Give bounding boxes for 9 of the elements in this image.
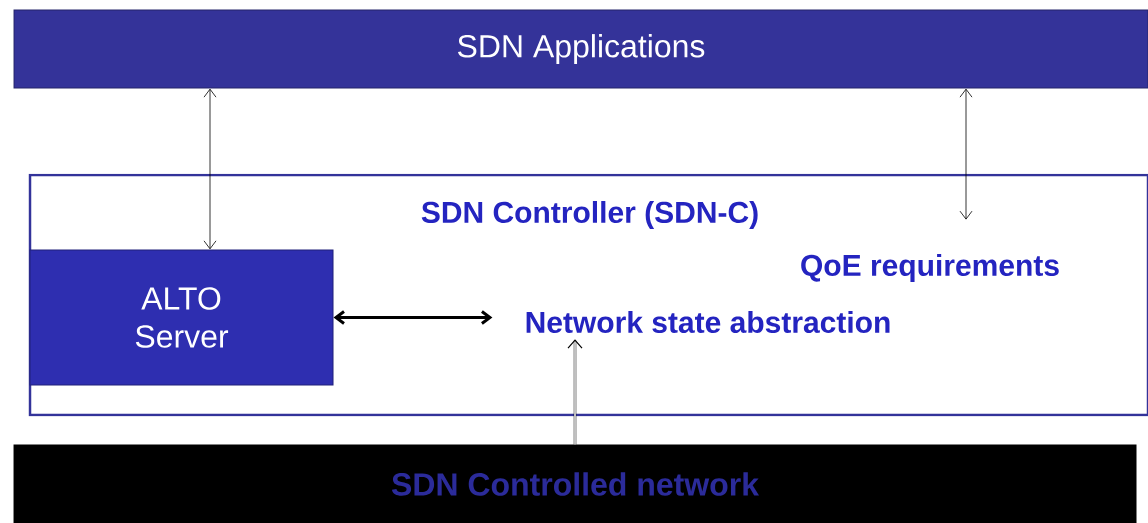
arrow	[959, 88, 973, 220]
arrow	[203, 88, 217, 250]
text-label: Network state abstraction	[526, 311, 890, 333]
arrow	[333, 310, 493, 325]
server-box: ALTO Server	[29, 249, 334, 386]
arrow	[567, 339, 583, 446]
text-label: QoE requirements	[801, 254, 1059, 282]
layer-band: SDN Controlled network	[13, 444, 1137, 523]
layer-band: SDN Applications	[13, 9, 1148, 89]
